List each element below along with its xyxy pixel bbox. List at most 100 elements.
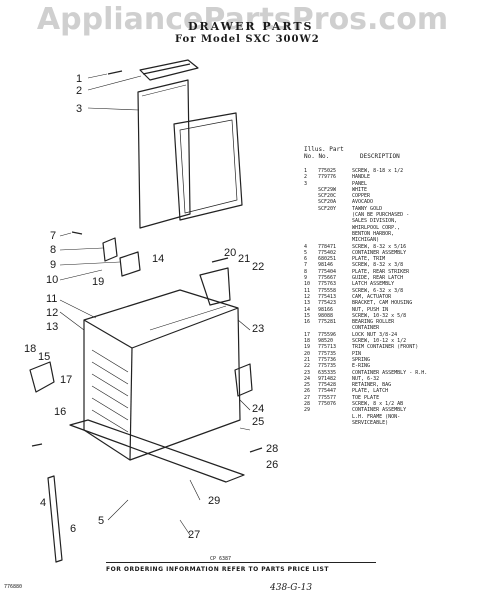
table-row: SALES DIVISION, bbox=[304, 218, 482, 224]
table-cell: CONTAINER bbox=[352, 325, 380, 332]
table-cell: 10 bbox=[304, 281, 311, 288]
table-cell: 11 bbox=[304, 287, 311, 294]
handle-part bbox=[139, 59, 199, 81]
table-cell: BENTON HARBOR, bbox=[352, 230, 395, 237]
screw-7 bbox=[71, 231, 83, 235]
table-cell: (CAN BE PURCHASED - bbox=[352, 212, 410, 219]
callout-19: 19 bbox=[92, 276, 104, 288]
table-cell: 775076 bbox=[318, 400, 337, 407]
callout-22: 22 bbox=[252, 261, 264, 273]
table-cell: CONTAINER ASSEMBLY bbox=[352, 249, 407, 256]
table-cell: SCF20A bbox=[318, 199, 337, 206]
table-cell: 775413 bbox=[318, 293, 337, 300]
table-cell: TRIM CONTAINER (FRONT) bbox=[352, 344, 419, 351]
callout-18: 18 bbox=[24, 343, 36, 355]
callout-6: 6 bbox=[70, 523, 76, 535]
table-cell: 971482 bbox=[318, 375, 337, 382]
screw-15 bbox=[211, 257, 229, 263]
table-cell: SCREW, 8-32 x 3/8 bbox=[352, 262, 404, 269]
table-cell: 778471 bbox=[318, 243, 337, 250]
table-cell: SCREW, 10-12 x 1/2 bbox=[352, 338, 407, 345]
table-cell: CAM, ACTUATOR bbox=[352, 293, 392, 300]
table-cell: 775713 bbox=[318, 344, 337, 351]
table-cell: SCF20C bbox=[318, 193, 337, 200]
table-cell: 22 bbox=[304, 363, 311, 370]
header-description: DESCRIPTION bbox=[360, 153, 400, 160]
table-row: WHIRLPOOL CORP., bbox=[304, 225, 482, 231]
table-cell: SCREW, 10-32 x 5/8 bbox=[352, 312, 407, 319]
callout-16: 16 bbox=[54, 406, 66, 418]
table-row: 23 635335 CONTAINER ASSEMBLY - R.H. bbox=[304, 370, 482, 376]
table-cell: 28 bbox=[304, 400, 311, 407]
table-cell: SCREW, 8 x 1/2 AB bbox=[352, 400, 404, 407]
table-row: 13 775423 BRACKET, CAM HOUSING bbox=[304, 300, 482, 306]
callout-3: 3 bbox=[76, 103, 82, 115]
trim-plate bbox=[47, 475, 63, 563]
table-cell: SCREW, 8-18 x 1/2 bbox=[352, 168, 404, 174]
table-cell: 775025 bbox=[318, 168, 337, 174]
table-cell: 775735 bbox=[318, 363, 337, 370]
table-cell: CONTAINER ASSEMBLY - R.H. bbox=[352, 369, 428, 376]
table-cell: WHITE bbox=[352, 186, 368, 193]
table-cell: HANDLE bbox=[352, 174, 371, 181]
callout-2: 2 bbox=[76, 85, 82, 97]
callout-5: 5 bbox=[98, 515, 104, 527]
table-cell: 775735 bbox=[318, 350, 337, 357]
callout-9: 9 bbox=[50, 259, 56, 271]
table-cell: 775423 bbox=[318, 300, 337, 307]
table-cell: 8 bbox=[304, 268, 308, 275]
table-cell: 98166 bbox=[318, 306, 334, 313]
table-cell: BEARING ROLLER bbox=[352, 319, 395, 326]
table-cell: 775577 bbox=[318, 394, 337, 401]
footer-rule bbox=[106, 562, 376, 563]
table-cell: 98146 bbox=[318, 262, 334, 269]
table-cell: 23 bbox=[304, 369, 311, 376]
callout-14: 14 bbox=[152, 253, 164, 265]
table-cell: 775558 bbox=[318, 287, 337, 294]
table-cell: LOCK NUT 3/8-24 bbox=[352, 331, 398, 338]
table-row: L.H. FRAME (NON- bbox=[304, 414, 482, 420]
ordering-footer: FOR ORDERING INFORMATION REFER TO PARTS … bbox=[106, 566, 329, 573]
callout-17: 17 bbox=[60, 374, 72, 386]
latch-assembly bbox=[199, 267, 231, 306]
callout-26: 26 bbox=[266, 459, 278, 471]
table-cell: GUIDE, REAR LATCH bbox=[352, 275, 404, 282]
table-cell: NUT, 6-32 bbox=[352, 375, 380, 382]
table-cell: 2 bbox=[304, 174, 308, 181]
callout-4: 4 bbox=[40, 497, 46, 509]
table-cell: 13 bbox=[304, 300, 311, 307]
table-cell: 775447 bbox=[318, 388, 337, 395]
table-cell: 24 bbox=[304, 375, 311, 382]
callout-10: 10 bbox=[46, 274, 58, 286]
table-cell: 775281 bbox=[318, 319, 337, 326]
table-cell: 635335 bbox=[318, 369, 337, 376]
table-cell: TOE PLATE bbox=[352, 394, 380, 401]
callout-21: 21 bbox=[238, 253, 250, 265]
table-cell: 4 bbox=[304, 243, 308, 250]
callout-13: 13 bbox=[46, 321, 58, 333]
page-title: DRAWER PARTS bbox=[188, 20, 314, 33]
callout-7: 7 bbox=[50, 230, 56, 242]
table-cell: BRACKET, CAM HOUSING bbox=[352, 300, 413, 307]
table-cell: LATCH ASSEMBLY bbox=[352, 281, 395, 288]
table-cell: 775428 bbox=[318, 382, 337, 389]
handwritten-note: 438-G-13 bbox=[270, 583, 313, 593]
